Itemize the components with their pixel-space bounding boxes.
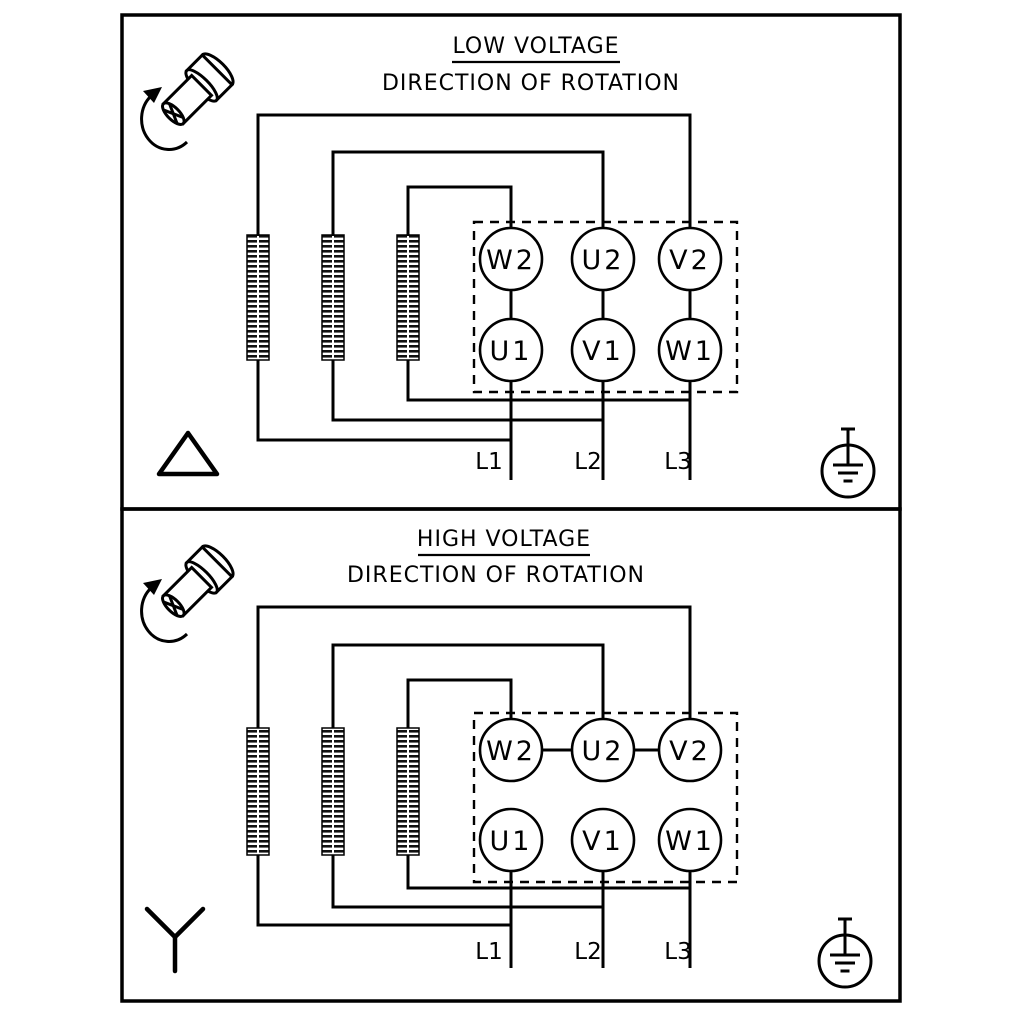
earth-ground-icon xyxy=(817,917,873,989)
terminal-v2: V2 xyxy=(657,226,723,292)
terminal-w2: W2 xyxy=(478,717,544,783)
terminal-w1: W1 xyxy=(657,807,723,873)
terminal-circle xyxy=(570,717,636,783)
supply-line-label-l1: L1 xyxy=(475,939,502,965)
supply-line-label-l2: L2 xyxy=(574,939,601,965)
terminal-board-outline xyxy=(472,220,739,394)
terminal-label: V1 xyxy=(582,336,624,367)
winding-wire-middle xyxy=(331,150,605,236)
terminal-w2: W2 xyxy=(478,226,544,292)
panel-border xyxy=(120,507,902,1003)
terminal-v2: V2 xyxy=(657,717,723,783)
terminal-circle xyxy=(657,717,723,783)
coil-bottom-wire-2 xyxy=(331,855,603,909)
terminal-circle xyxy=(657,226,723,292)
terminal-circle xyxy=(478,717,544,783)
terminal-circle xyxy=(570,317,636,383)
terminal-label: U1 xyxy=(490,826,533,857)
terminal-label: V1 xyxy=(582,826,624,857)
terminal-label: V2 xyxy=(669,245,711,276)
panel-subtitle: DIRECTION OF ROTATION xyxy=(347,563,645,588)
rotation-direction-icon xyxy=(140,47,240,151)
terminal-w1: W1 xyxy=(657,317,723,383)
terminal-circle xyxy=(657,807,723,873)
terminal-label: U2 xyxy=(582,245,625,276)
supply-line-label-l2: L2 xyxy=(574,449,601,475)
winding-wire-outer xyxy=(256,605,692,729)
terminal-label: W2 xyxy=(486,245,536,276)
terminal-circle xyxy=(478,317,544,383)
supply-line-label-l1: L1 xyxy=(475,449,502,475)
terminal-circle xyxy=(478,807,544,873)
winding-wire-inner xyxy=(406,678,513,729)
delta-connection-icon xyxy=(156,430,220,477)
terminal-label: U1 xyxy=(490,336,533,367)
terminal-label: U2 xyxy=(582,736,625,767)
coil-bottom-wire-1 xyxy=(256,855,511,927)
winding-wire-middle xyxy=(331,643,605,729)
terminal-circle xyxy=(657,317,723,383)
terminal-label: W1 xyxy=(665,826,715,857)
terminal-circle xyxy=(478,226,544,292)
star-connection-icon xyxy=(147,909,203,971)
terminal-board-outline xyxy=(472,711,739,884)
rotation-direction-icon xyxy=(140,539,240,643)
winding-wire-inner xyxy=(406,185,513,236)
panel-subtitle: DIRECTION OF ROTATION xyxy=(382,71,680,96)
terminal-v1: V1 xyxy=(570,317,636,383)
supply-line-label-l3: L3 xyxy=(664,449,691,475)
terminal-circle xyxy=(570,807,636,873)
terminal-label: W1 xyxy=(665,336,715,367)
terminal-u1: U1 xyxy=(478,807,544,873)
panel-high-voltage: HIGH VOLTAGE DIRECTION OF ROTATION W2 xyxy=(120,507,902,1003)
terminal-v1: V1 xyxy=(570,807,636,873)
coil-bottom-wire-2 xyxy=(331,360,603,422)
coil-bottom-wire-3 xyxy=(406,855,690,890)
terminal-circle xyxy=(570,226,636,292)
terminal-label: V2 xyxy=(669,736,711,767)
coil-bottom-wire-1 xyxy=(256,360,511,442)
coil-bottom-wire-3 xyxy=(406,360,690,402)
winding-wire-outer xyxy=(256,113,692,236)
supply-line-label-l3: L3 xyxy=(664,939,691,965)
terminal-u2: U2 xyxy=(570,226,636,292)
earth-ground-icon xyxy=(820,427,876,499)
terminal-u2: U2 xyxy=(570,717,636,783)
panel-low-voltage: LOW VOLTAGE DIRECTION OF ROTATION W xyxy=(120,13,902,511)
panel-title: HIGH VOLTAGE xyxy=(417,527,591,552)
panel-title: LOW VOLTAGE xyxy=(452,34,619,59)
terminal-u1: U1 xyxy=(478,317,544,383)
terminal-label: W2 xyxy=(486,736,536,767)
